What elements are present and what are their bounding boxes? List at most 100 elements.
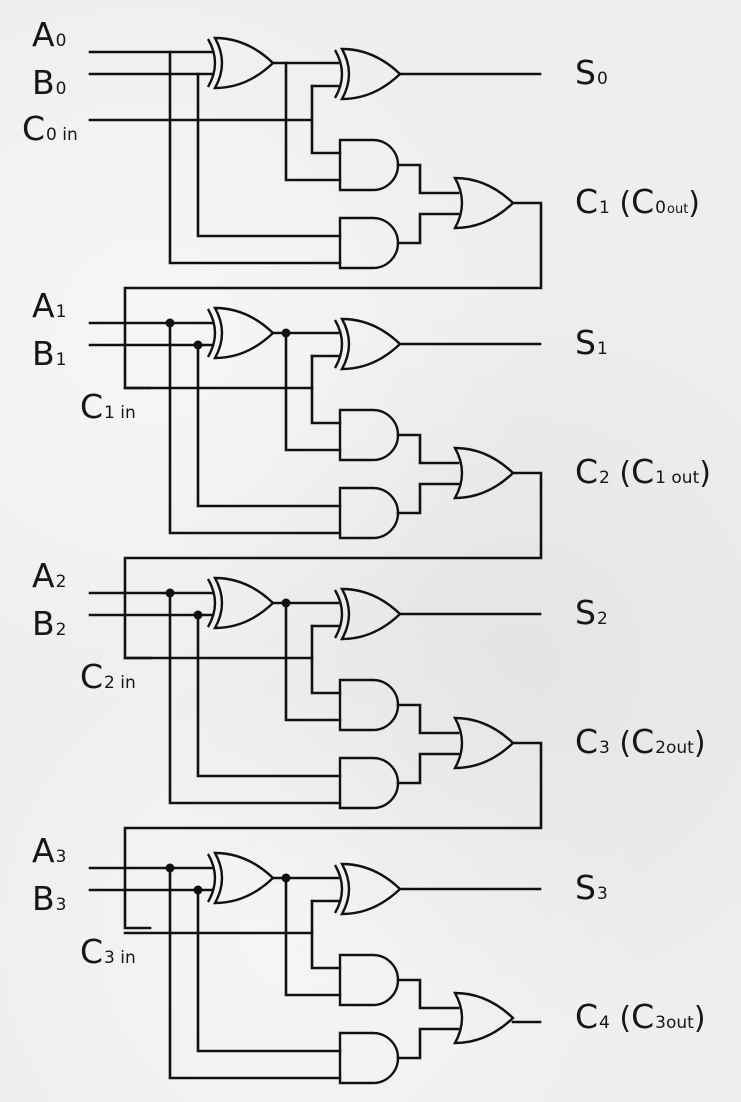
xor-gate-2 <box>339 862 402 916</box>
wire-cin-to-and1 <box>310 624 342 695</box>
input-b-letter: B <box>32 63 55 102</box>
wire-cin-to-and1 <box>310 354 342 425</box>
carry-in-letter: C <box>22 109 46 148</box>
wire-b-to-and2 <box>196 888 342 1053</box>
input-a-letter: A <box>32 286 55 325</box>
or-gate <box>452 446 515 500</box>
xor-input-arc <box>333 49 344 99</box>
label-carry-out3: C4 (C3out) <box>575 1000 706 1034</box>
carry-alias-letter: C <box>631 722 655 761</box>
xor-input-arc <box>206 308 217 358</box>
label-sum0: S0 <box>575 56 608 89</box>
xor-input-arc <box>333 589 344 639</box>
and-gate-2 <box>338 756 400 810</box>
wire-and2-to-or <box>396 752 460 785</box>
carry-alias-letter: C <box>631 182 655 221</box>
xor-gate-1 <box>212 306 275 360</box>
carry-subscript: 2 <box>599 468 610 488</box>
carry-in-subscript: 1 in <box>104 403 136 423</box>
open-paren: ( <box>609 726 632 761</box>
xor-input-arc <box>206 578 217 628</box>
wire-carry-out-to-next <box>123 471 543 660</box>
junction-dot <box>165 318 175 328</box>
input-a-letter: A <box>32 556 55 595</box>
sum-subscript: 0 <box>596 69 608 89</box>
input-a-subscript: 0 <box>55 31 67 51</box>
input-b-subscript: 3 <box>55 895 67 915</box>
and-gate-1 <box>338 408 400 462</box>
carry-in-subscript: 3 in <box>104 948 136 968</box>
input-b-letter: B <box>32 334 55 373</box>
and-gate-1 <box>338 953 400 1007</box>
carry-in-letter: C <box>80 387 104 426</box>
label-b3: B3 <box>32 882 66 915</box>
wire-cin-to-and1 <box>310 899 342 970</box>
label-b1: B1 <box>32 337 66 370</box>
label-a3: A3 <box>32 834 66 867</box>
wire-and2-to-or <box>396 1027 460 1060</box>
carry-alias-letter: C <box>631 997 655 1036</box>
label-carry-out1: C2 (C1 out) <box>575 455 711 489</box>
full-adder-stage-0 <box>88 36 543 390</box>
label-a1: A1 <box>32 289 66 322</box>
junction-dot <box>193 610 203 620</box>
close-paren: ) <box>693 1001 706 1036</box>
wire-a-to-and2 <box>168 50 342 265</box>
xor-gate-2 <box>339 317 402 371</box>
wire-a-to-and2 <box>168 321 342 535</box>
wire-xor1-to-and1 <box>284 876 342 997</box>
xor-gate-2 <box>339 587 402 641</box>
and-gate-2 <box>338 1031 400 1085</box>
wire-and1-to-or <box>396 703 460 735</box>
sum-subscript: 1 <box>596 339 608 359</box>
wire-carry-out-to-next <box>123 741 543 930</box>
carry-in-letter: C <box>80 932 104 971</box>
input-a-subscript: 2 <box>55 572 67 592</box>
sum-subscript: 2 <box>596 609 608 629</box>
carry-alias-letter: C <box>631 452 655 491</box>
input-b-subscript: 1 <box>55 350 67 370</box>
input-b-letter: B <box>32 604 55 643</box>
carry-alias-subscript: 0 <box>655 198 666 218</box>
wire-carry-out-to-next <box>123 201 543 390</box>
junction-dot <box>281 873 291 883</box>
junction-dot <box>281 598 291 608</box>
carry-letter: C <box>575 182 599 221</box>
junction-dot <box>193 885 203 895</box>
xor-input-arc <box>206 38 217 88</box>
label-sum1: S1 <box>575 326 608 359</box>
carry-subscript: 1 <box>599 198 610 218</box>
input-a-subscript: 3 <box>55 847 67 867</box>
close-paren: ) <box>688 186 701 221</box>
and-gate-2 <box>338 486 400 540</box>
close-paren: ) <box>693 726 706 761</box>
label-carry-out0: C1 (C0out) <box>575 185 700 219</box>
input-b-subscript: 0 <box>55 79 67 99</box>
wire-and1-to-or <box>396 163 460 195</box>
carry-in-subscript: 2 in <box>104 673 136 693</box>
carry-alias-subscript: 2out <box>655 738 694 758</box>
close-paren: ) <box>699 456 711 491</box>
input-a-subscript: 1 <box>55 302 67 322</box>
junction-dot <box>193 340 203 350</box>
carry-alias-out: out <box>667 202 689 217</box>
sum-letter: S <box>575 593 596 632</box>
label-carry-out2: C3 (C2out) <box>575 725 706 759</box>
full-adder-stage-3 <box>88 851 542 1085</box>
xor-gate-1 <box>212 851 275 905</box>
sum-letter: S <box>575 868 596 907</box>
label-sum2: S2 <box>575 596 608 629</box>
carry-letter: C <box>575 452 599 491</box>
carry-in-subscript: 0 in <box>46 125 78 145</box>
label-cin0: C0 in <box>22 112 78 145</box>
wire-cin-to-and1 <box>310 84 342 155</box>
input-a-letter: A <box>32 15 55 54</box>
open-paren: ( <box>609 1001 632 1036</box>
full-adder-stage-2 <box>88 576 543 930</box>
xor-input-arc <box>333 319 344 369</box>
xor-gate-1 <box>212 576 275 630</box>
carry-in-letter: C <box>80 657 104 696</box>
carry-subscript: 4 <box>599 1013 610 1033</box>
wire-and1-to-or <box>396 978 460 1010</box>
label-b2: B2 <box>32 607 66 640</box>
